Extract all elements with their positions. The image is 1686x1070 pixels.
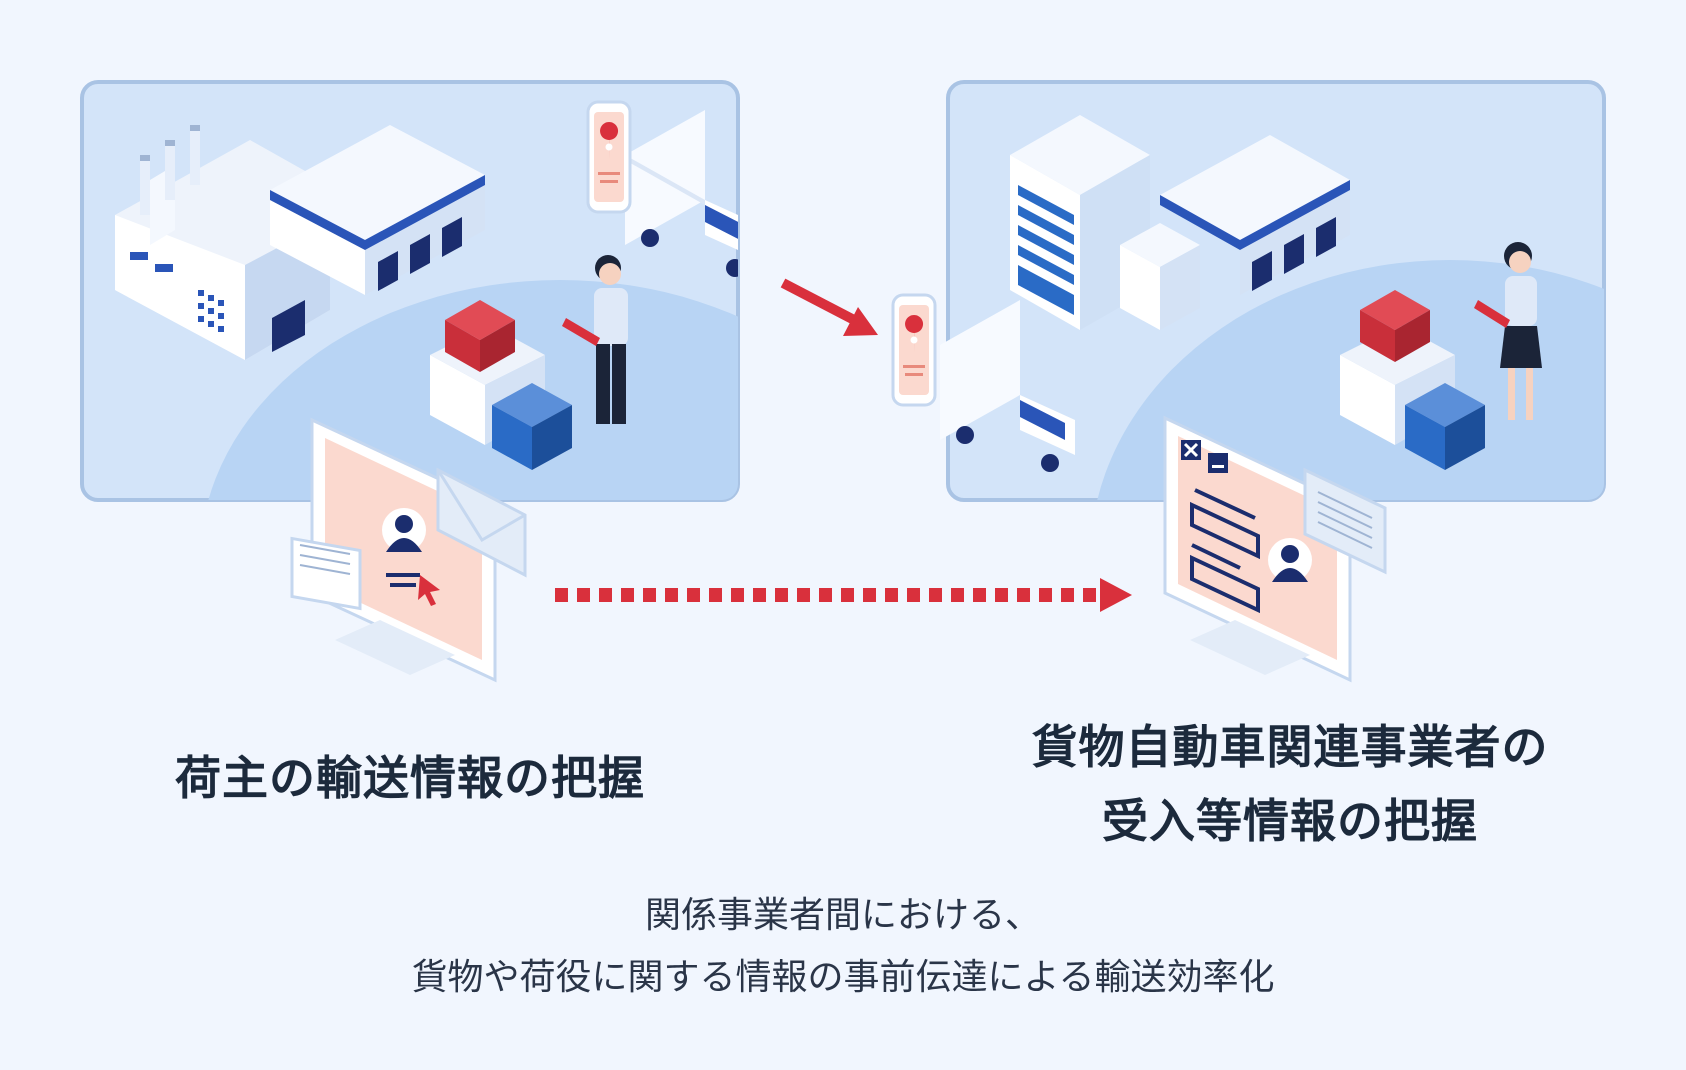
left-caption: 荷主の輸送情報の把握 [80,748,740,808]
male-worker-icon [562,255,628,424]
summary-text: 関係事業者間における、 貨物や荷役に関する情報の事前伝達による輸送効率化 [200,885,1486,1009]
right-caption-line1: 貨物自動車関連事業者の [1031,720,1549,774]
left-scene-panel [80,80,740,502]
delivery-truck-icon [625,110,738,277]
smartphone-location-pin-icon [891,293,937,407]
right-caption: 貨物自動車関連事業者の 受入等情報の把握 [940,710,1640,858]
female-worker-icon [1474,242,1542,420]
cargo-boxes-icon [1340,290,1485,470]
warehouse-icon [1160,135,1350,295]
summary-line1: 関係事業者間における、 [644,895,1041,936]
warehouse-icon [270,125,485,295]
right-caption-line2: 受入等情報の把握 [1102,794,1478,848]
computer-monitor-form-icon [1163,415,1387,683]
cargo-boxes-icon [430,300,572,470]
arrow-right-icon [555,578,1132,612]
left-caption-text: 荷主の輸送情報の把握 [175,751,645,805]
right-scene-panel [946,80,1606,502]
delivery-truck-icon [940,300,1075,472]
summary-line2: 貨物や荷役に関する情報の事前伝達による輸送効率化 [411,957,1275,998]
computer-monitor-user-icon [290,417,527,683]
office-building-icon [1010,115,1200,330]
smartphone-location-pin-icon [586,100,632,214]
arrow-right-down-icon [780,278,878,336]
